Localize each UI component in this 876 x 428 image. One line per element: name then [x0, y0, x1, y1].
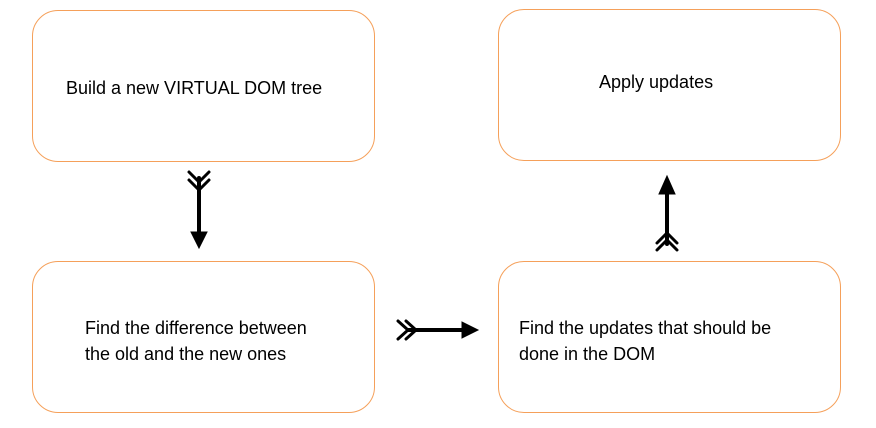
step-box-find-difference: Find the difference between the old and … [32, 261, 375, 413]
step-label-find-updates: Find the updates that should be done in … [519, 318, 772, 364]
step-label-build: Build a new VIRTUAL DOM tree [66, 78, 323, 98]
step-box-apply-updates: Apply updates [498, 9, 841, 161]
step-box-build-virtual-dom: Build a new VIRTUAL DOM tree [32, 10, 375, 162]
arrow-right-icon [396, 319, 480, 341]
step-label-apply: Apply updates [599, 72, 714, 92]
step-label-find-difference: Find the difference between the old and … [85, 318, 307, 364]
arrow-up-icon [655, 174, 679, 252]
arrow-down-icon [187, 170, 211, 250]
step-box-find-updates: Find the updates that should be done in … [498, 261, 841, 413]
